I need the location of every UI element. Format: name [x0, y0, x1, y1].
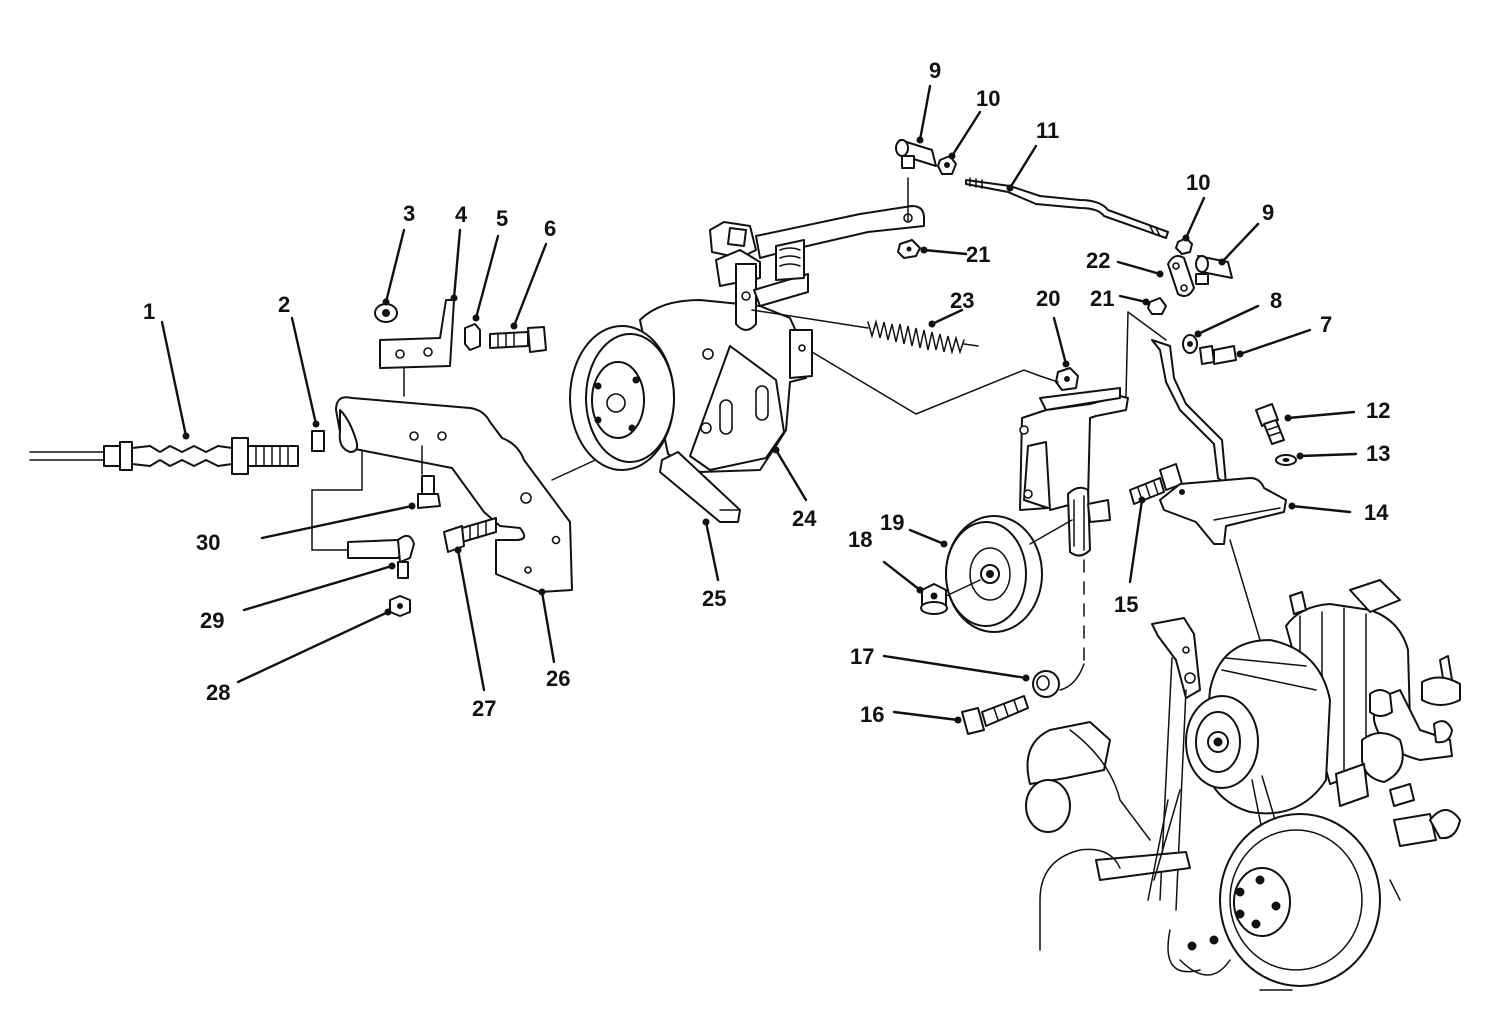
callout-21-right: 21 — [1090, 286, 1114, 311]
part-6-bolt — [489, 326, 547, 353]
part-9-ball-joint-top — [895, 139, 937, 169]
callout-21-top: 21 — [966, 242, 990, 267]
part-25-key — [659, 451, 741, 523]
callout-6: 6 — [544, 216, 556, 241]
throttle-control-arm — [709, 177, 925, 331]
part-29-ball-joint — [311, 451, 415, 579]
callout-14: 14 — [1364, 500, 1389, 525]
callout-30: 30 — [196, 530, 220, 555]
callout-13: 13 — [1366, 441, 1390, 466]
part-16-bolt — [961, 695, 1029, 735]
part-18-flange-nut — [920, 579, 981, 615]
callout-7: 7 — [1320, 312, 1332, 337]
part-17-spacer — [1032, 670, 1060, 698]
callout-11: 11 — [1036, 118, 1059, 143]
part-15-bolt — [1129, 463, 1183, 505]
callout-3: 3 — [403, 201, 415, 226]
callout-23: 23 — [950, 288, 974, 313]
part-30-bolt — [417, 445, 441, 509]
part-5-hex-nut — [464, 323, 481, 351]
part-19-idler-pulley — [945, 515, 1073, 633]
part-24-hydraulic-pump — [569, 299, 813, 473]
callout-15: 15 — [1114, 592, 1138, 617]
part-9-ball-joint-right — [1195, 255, 1233, 285]
callout-29: 29 — [200, 608, 224, 633]
callout-17: 17 — [850, 644, 874, 669]
callout-27: 27 — [472, 696, 496, 721]
callout-8: 8 — [1270, 288, 1282, 313]
part-22-link-plate — [1167, 255, 1195, 297]
callout-18: 18 — [848, 527, 872, 552]
part-1-throttle-cable — [29, 437, 299, 475]
part-21-nut-right — [1147, 297, 1167, 315]
part-27-bolt — [443, 517, 497, 553]
part-13-washer — [1275, 454, 1297, 466]
callout-16: 16 — [860, 702, 884, 727]
callout-22: 22 — [1086, 248, 1110, 273]
part-12-bolt — [1255, 403, 1285, 445]
part-20-nut — [1055, 367, 1079, 391]
callout-20: 20 — [1036, 286, 1060, 311]
callout-1: 1 — [143, 299, 155, 324]
part-11-control-rod — [965, 177, 1169, 239]
callout-10-top: 10 — [976, 86, 1000, 111]
callout-10-right: 10 — [1186, 170, 1210, 195]
callout-12: 12 — [1366, 398, 1390, 423]
part-14-belt-guide — [1159, 477, 1287, 545]
part-2-jam-nut — [311, 430, 325, 452]
part-28-nut — [389, 595, 411, 617]
part-7-bolt — [1199, 345, 1237, 365]
part-23-spring — [751, 309, 979, 355]
part-26-mounting-bracket — [335, 367, 573, 593]
part-3-washer — [374, 303, 398, 323]
callout-9-right: 9 — [1262, 200, 1274, 225]
part-21-nut-top — [897, 239, 921, 259]
callout-25: 25 — [702, 586, 726, 611]
callout-9-top: 9 — [929, 58, 941, 83]
callout-19: 19 — [880, 510, 904, 535]
callout-26: 26 — [546, 666, 570, 691]
callout-4: 4 — [455, 202, 468, 227]
part-8-washer — [1182, 334, 1198, 354]
engine-assembly — [1025, 539, 1461, 991]
callout-24: 24 — [792, 506, 817, 531]
idler-bracket — [811, 311, 1227, 557]
callout-28: 28 — [206, 680, 230, 705]
callout-2: 2 — [278, 292, 290, 317]
callout-5: 5 — [496, 206, 508, 231]
